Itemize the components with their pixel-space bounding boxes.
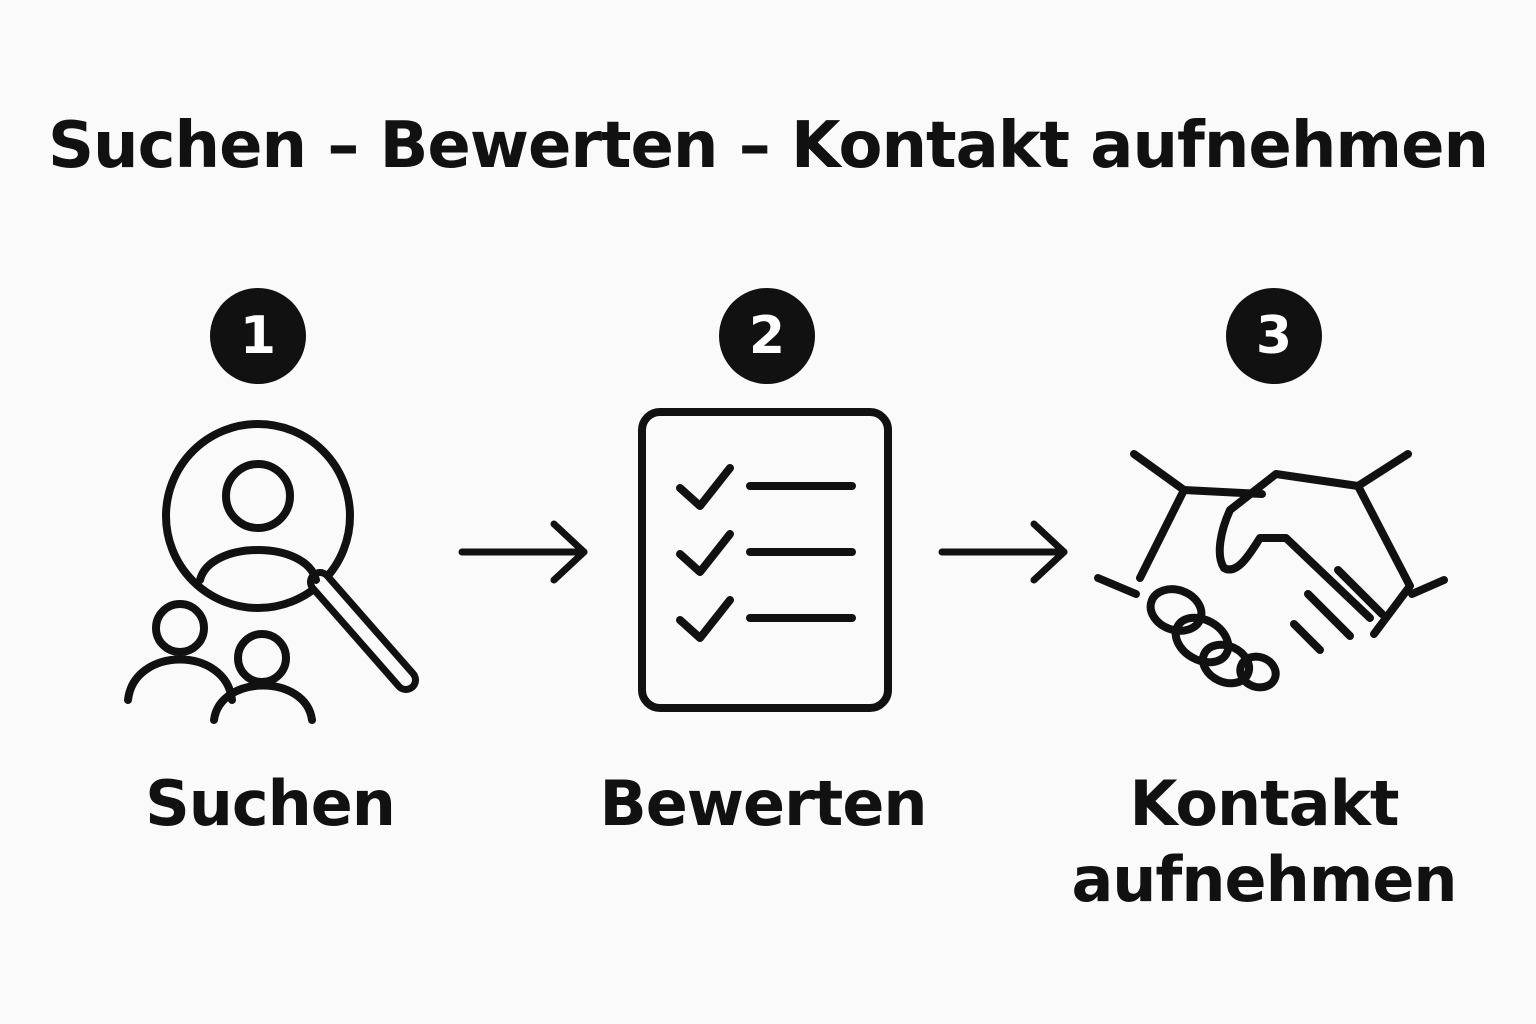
checklist-icon (638, 408, 892, 712)
step-2-label: Bewerten (599, 767, 927, 840)
step-3-label-line-2: aufnehmen (1071, 843, 1457, 916)
step-2-badge: 2 (719, 288, 815, 384)
arrow-right-2 (938, 520, 1068, 584)
step-1-badge: 1 (210, 288, 306, 384)
handshake-icon (1094, 450, 1448, 692)
step-3-label-line-1: Kontakt (1129, 767, 1399, 840)
arrow-right-1 (458, 520, 588, 584)
diagram-title: Suchen – Bewerten – Kontakt aufnehmen (47, 109, 1489, 183)
step-1-label: Suchen (145, 767, 396, 840)
person-search-icon (124, 420, 419, 724)
step-3-label: Kontakt aufnehmen (1064, 766, 1464, 918)
step-3-badge: 3 (1226, 288, 1322, 384)
